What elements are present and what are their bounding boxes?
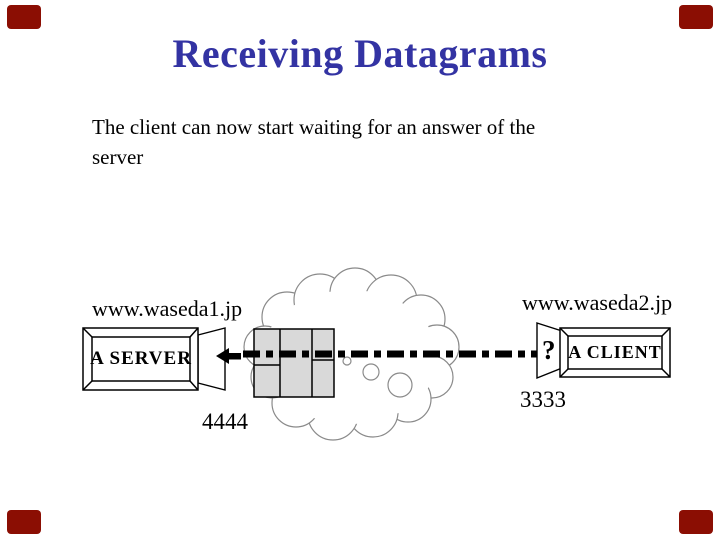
client-box: [559, 327, 671, 378]
slide-body-text: The client can now start waiting for an …: [92, 115, 536, 169]
router-table-icon: [253, 328, 335, 398]
unknown-question-mark: ?: [542, 335, 556, 365]
server-hostname: www.waseda1.jp: [92, 296, 243, 321]
server-port-number: 4444: [202, 409, 248, 434]
client-box-label: A CLIENT: [568, 342, 662, 362]
corner-mark-top-left-icon: [7, 5, 41, 29]
client-hostname: www.waseda2.jp: [522, 290, 673, 315]
corner-mark-bottom-right-icon: [679, 510, 713, 534]
arrow-left-icon: [216, 348, 241, 364]
corner-mark-top-right-icon: [679, 5, 713, 29]
server-box: [82, 327, 199, 391]
client-port-number: 3333: [520, 387, 566, 412]
slide-title: Receiving Datagrams: [172, 31, 548, 76]
corner-mark-bottom-left-icon: [7, 510, 41, 534]
server-box-label: A SERVER: [90, 348, 192, 369]
